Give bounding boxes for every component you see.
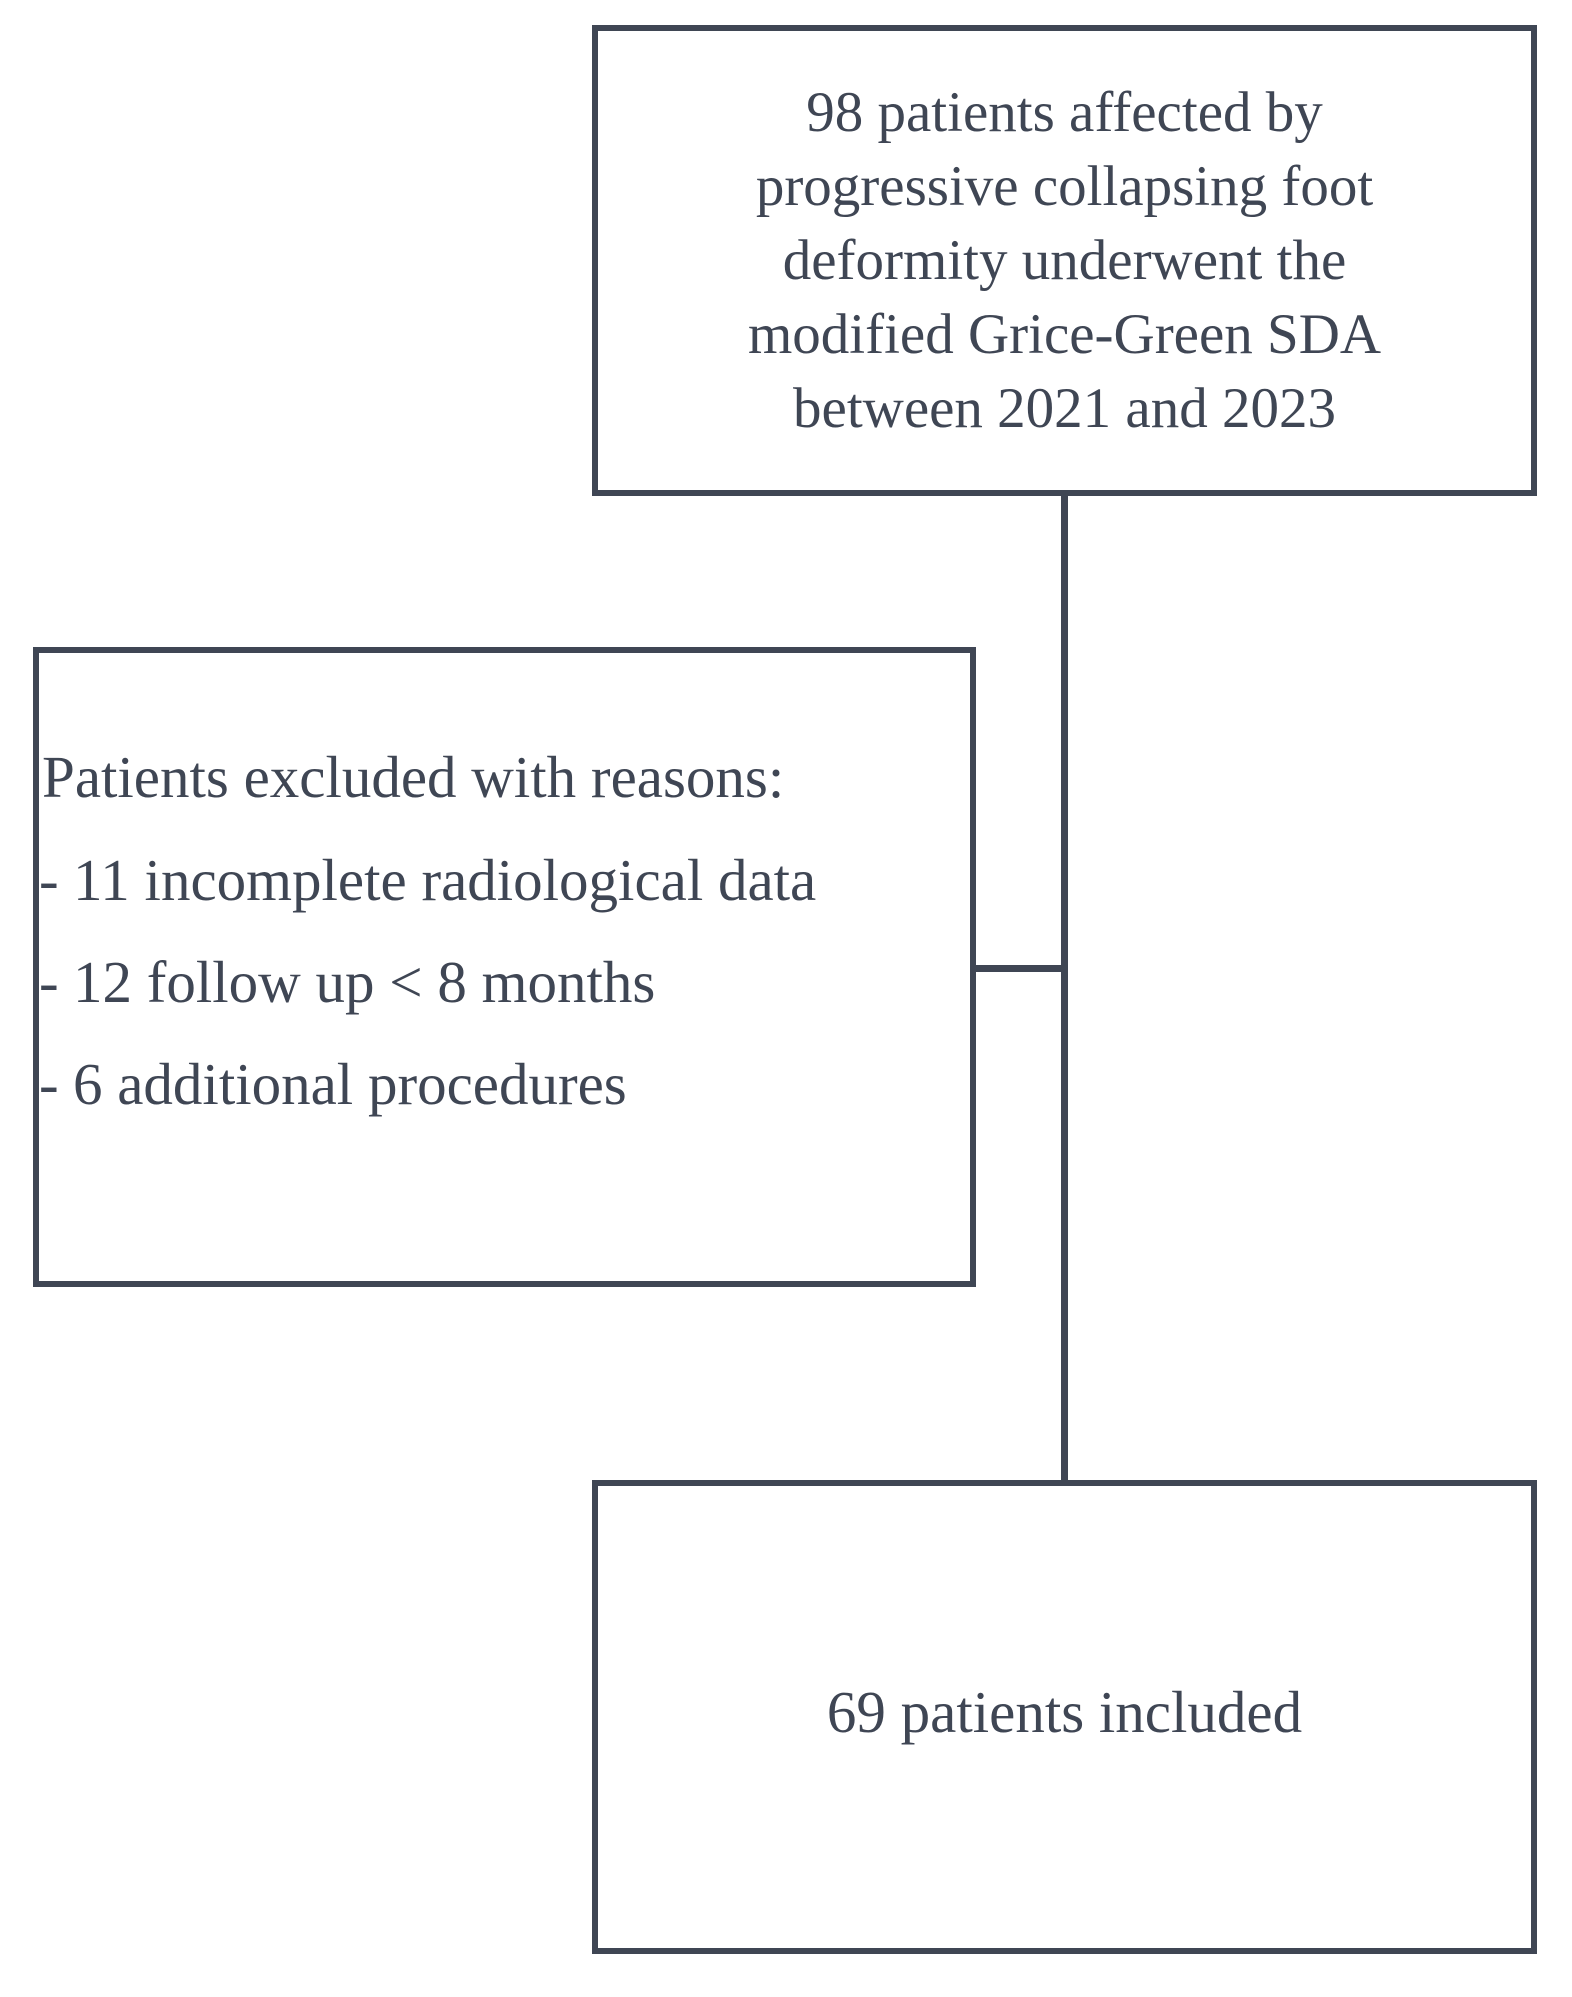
- enrollment-line: modified Grice-Green SDA: [747, 302, 1382, 366]
- exclusion-heading: Patients excluded with reasons:: [42, 744, 785, 810]
- enrollment-line: progressive collapsing foot: [755, 154, 1374, 218]
- exclusion-box: Patients excluded with reasons: -11 inco…: [33, 647, 976, 1287]
- exclusion-item-dash: -: [39, 847, 59, 913]
- enrollment-line: 98 patients affected by: [806, 80, 1323, 144]
- exclusion-item-text: 11 incomplete radiological data: [73, 847, 817, 913]
- exclusion-item-text: 6 additional procedures: [73, 1051, 627, 1117]
- included-box: 69 patients included: [592, 1480, 1537, 1954]
- enrollment-box: 98 patients affected by progressive coll…: [592, 25, 1537, 496]
- horizontal-connector-line: [976, 965, 1066, 972]
- exclusion-item-dash: -: [39, 949, 59, 1015]
- exclusion-item-dash: -: [39, 1051, 59, 1117]
- enrollment-line: deformity underwent the: [782, 228, 1347, 292]
- exclusion-item: -12 follow up < 8 months: [39, 947, 655, 1017]
- exclusion-item-text: 12 follow up < 8 months: [73, 949, 656, 1015]
- enrollment-line: between 2021 and 2023: [793, 376, 1336, 440]
- exclusion-item: -6 additional procedures: [39, 1049, 627, 1119]
- exclusion-item: -11 incomplete radiological data: [39, 845, 816, 915]
- vertical-connector-line: [1061, 496, 1068, 1480]
- included-text: 69 patients included: [826, 1679, 1303, 1745]
